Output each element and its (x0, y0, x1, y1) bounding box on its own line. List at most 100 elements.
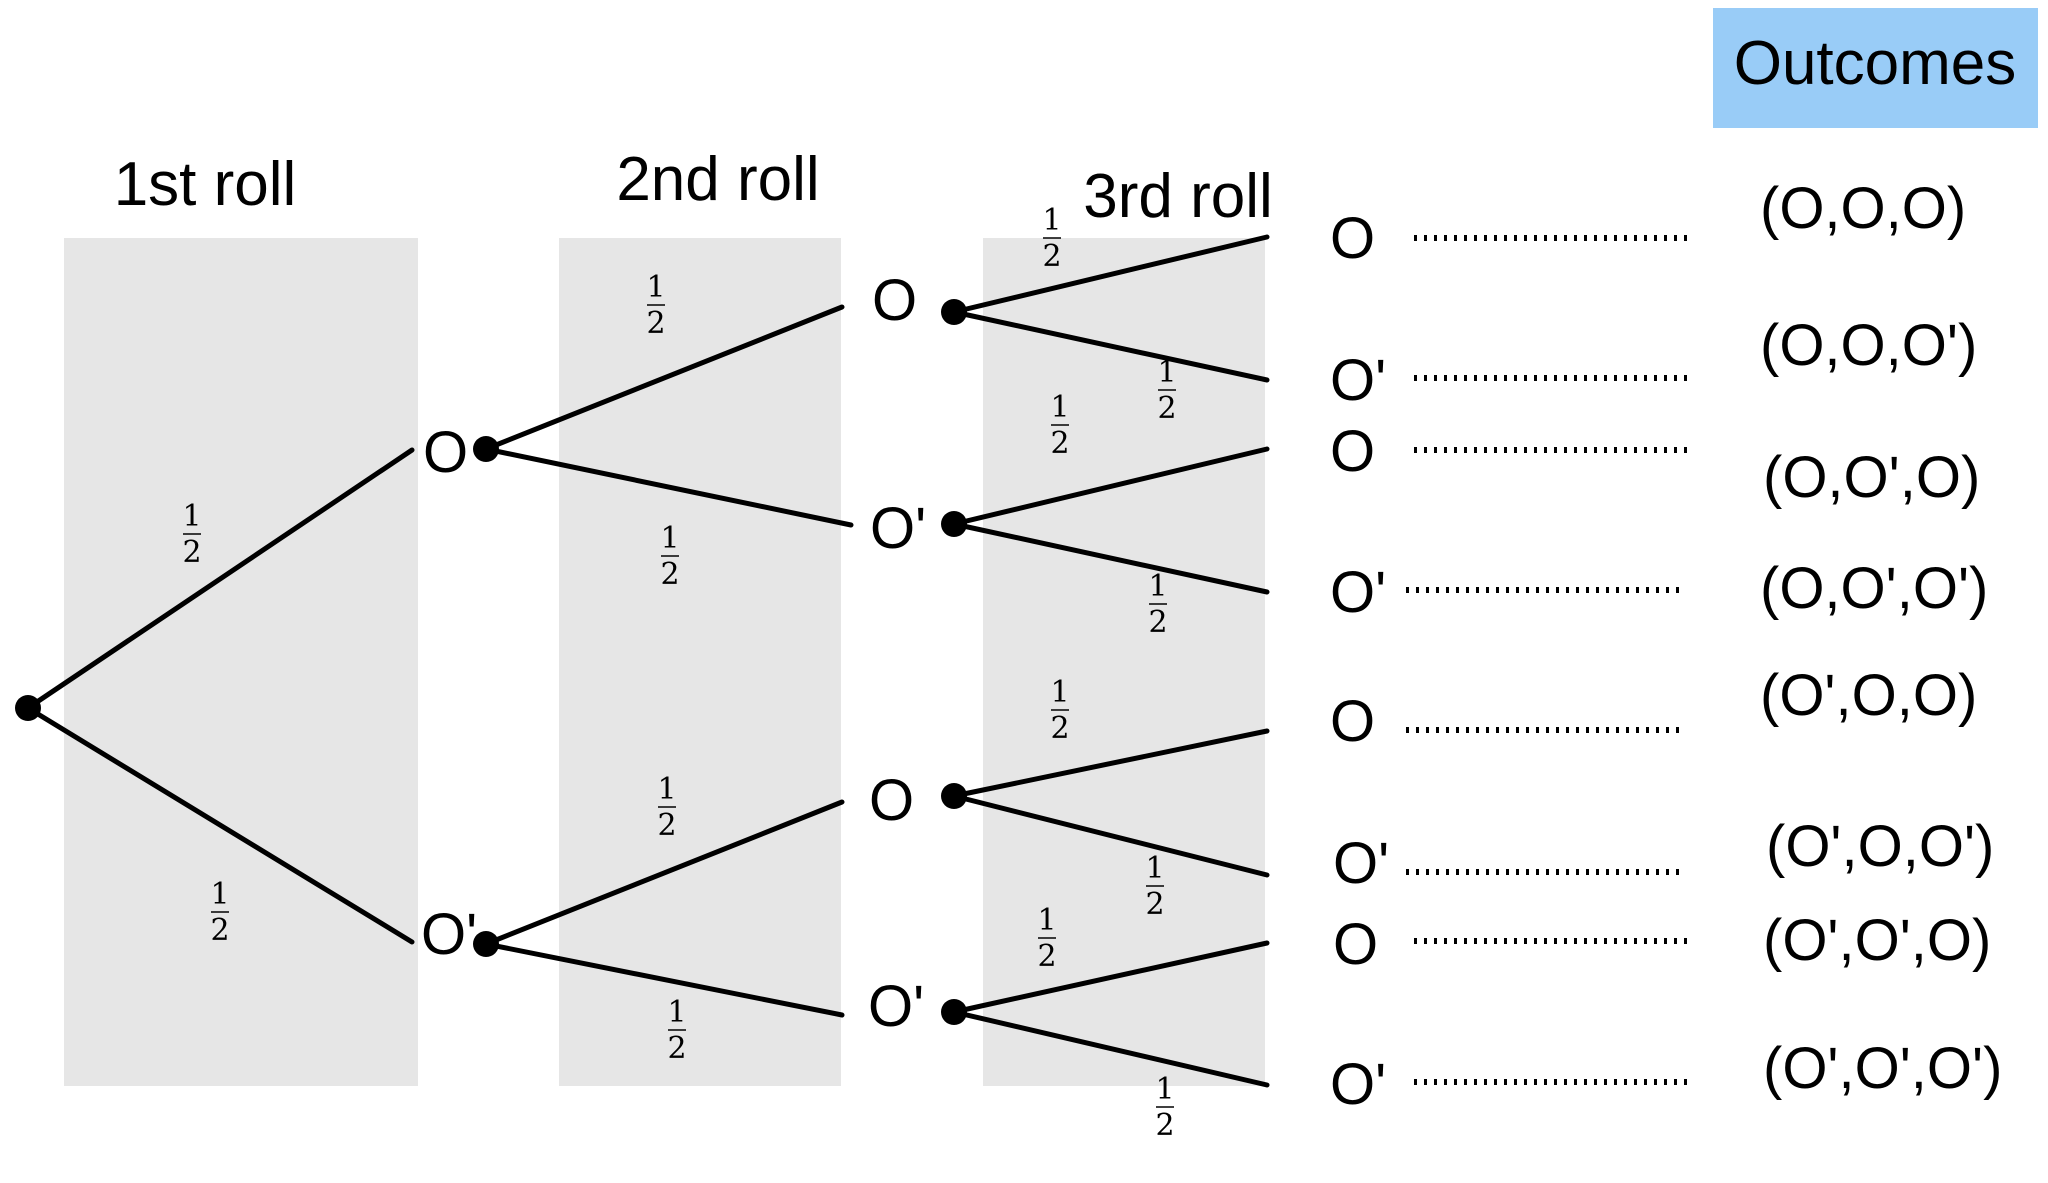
fraction-numerator: 1 (1157, 355, 1176, 390)
node-dot-op-op (941, 999, 967, 1025)
node-label-op: O' (421, 902, 477, 967)
probability-fraction: 12 (660, 521, 679, 592)
roll2-column-shade (559, 238, 841, 1086)
probability-fraction: 12 (210, 877, 229, 948)
roll1-header: 1st roll (114, 150, 297, 219)
fraction-numerator: 1 (1037, 903, 1056, 938)
node-dot-o-op (941, 511, 967, 537)
probability-fraction: 12 (182, 499, 201, 570)
node-dot-op (473, 931, 499, 957)
branch-op-op (483, 941, 845, 1018)
fraction-denominator: 2 (1037, 939, 1056, 974)
outcome: (O,O',O) (1763, 445, 1980, 510)
fraction-denominator: 2 (1050, 711, 1069, 746)
branch-leaf-8 (951, 1009, 1270, 1088)
probability-fraction: 12 (667, 995, 686, 1066)
branch-root-upper (25, 447, 415, 711)
fraction-numerator: 1 (646, 270, 665, 305)
node-dot-o-o (941, 299, 967, 325)
fraction-numerator: 1 (660, 521, 679, 556)
fraction-numerator: 1 (667, 995, 686, 1030)
branch-o-op (483, 446, 854, 528)
leaf-label: O' (1330, 1052, 1386, 1117)
outcome: (O',O',O) (1763, 908, 1991, 973)
roll1-column-shade (64, 238, 418, 1086)
branch-op-o (483, 799, 845, 947)
leaf-label: O' (1333, 831, 1389, 896)
leaf-label: O (1330, 419, 1375, 484)
fraction-numerator: 1 (182, 499, 201, 534)
probability-fraction: 12 (1050, 390, 1069, 461)
fraction-denominator: 2 (1145, 887, 1164, 922)
tree-branches (25, 234, 1270, 1088)
fraction-numerator: 1 (1155, 1072, 1174, 1107)
node-label-o: O (423, 420, 468, 485)
tree-nodes (15, 299, 967, 1025)
roll3-header: 3rd roll (1083, 162, 1273, 231)
fraction-denominator: 2 (210, 913, 229, 948)
fraction-denominator: 2 (1157, 391, 1176, 426)
fraction-denominator: 2 (1148, 605, 1167, 640)
roll2-header: 2nd roll (616, 145, 819, 214)
node-dot-op-o (941, 783, 967, 809)
fraction-denominator: 2 (1050, 426, 1069, 461)
fraction-denominator: 2 (1155, 1108, 1174, 1143)
node-label-o-op: O' (870, 496, 926, 561)
fraction-denominator: 2 (182, 535, 201, 570)
probability-fraction: 12 (1037, 903, 1056, 974)
branch-o-o (483, 304, 845, 452)
outcomes-header: Outcomes (1734, 29, 2017, 98)
branch-leaf-4 (951, 521, 1270, 595)
fraction-denominator: 2 (660, 557, 679, 592)
fraction-denominator: 2 (646, 306, 665, 341)
fraction-numerator: 1 (1148, 569, 1167, 604)
branch-leaf-3 (951, 446, 1270, 527)
fraction-numerator: 1 (210, 877, 229, 912)
fraction-denominator: 2 (667, 1031, 686, 1066)
leaf-label: O (1330, 206, 1375, 271)
probability-fraction: 12 (1155, 1072, 1174, 1143)
branch-leaf-2 (951, 309, 1270, 383)
branch-leaf-6 (951, 793, 1270, 878)
outcome: (O,O,O) (1760, 176, 1966, 241)
probability-fraction: 12 (1042, 203, 1061, 274)
probability-fraction: 12 (646, 270, 665, 341)
roll3-column-shade (983, 238, 1265, 1086)
probability-fraction: 12 (1145, 851, 1164, 922)
fraction-denominator: 2 (657, 808, 676, 843)
fraction-numerator: 1 (1050, 675, 1069, 710)
outcome: (O',O,O') (1766, 814, 1994, 879)
outcome: (O,O,O') (1760, 313, 1977, 378)
leaf-label: O (1330, 689, 1375, 754)
fraction-numerator: 1 (657, 772, 676, 807)
root-node-dot (15, 695, 41, 721)
outcome: (O',O',O') (1763, 1036, 2002, 1101)
branch-leaf-7 (951, 940, 1270, 1015)
outcomes-header-box (1713, 8, 2038, 128)
node-label-op-o: O (869, 768, 914, 833)
probability-fraction: 12 (657, 772, 676, 843)
leaf-labels: O O' O O' O O' O O' (1330, 206, 1389, 1117)
fraction-numerator: 1 (1042, 203, 1061, 238)
leaf-label: O (1333, 912, 1378, 977)
fraction-numerator: 1 (1050, 390, 1069, 425)
leaf-label: O' (1330, 560, 1386, 625)
branch-leaf-1 (951, 234, 1270, 315)
leader-lines (1406, 235, 1690, 1085)
outcome: (O',O,O) (1760, 663, 1977, 728)
leaf-label: O' (1330, 348, 1386, 413)
probability-fraction: 12 (1157, 355, 1176, 426)
outcomes-list: (O,O,O) (O,O,O') (O,O',O) (O,O',O') (O',… (1760, 176, 2002, 1101)
probability-fraction: 12 (1148, 569, 1167, 640)
outcome: (O,O',O') (1760, 556, 1988, 621)
fraction-numerator: 1 (1145, 851, 1164, 886)
node-dot-o (473, 436, 499, 462)
branch-root-lower (25, 705, 415, 945)
fraction-denominator: 2 (1042, 239, 1061, 274)
branch-leaf-5 (951, 728, 1270, 799)
node-label-op-op: O' (868, 974, 924, 1039)
probability-fraction: 12 (1050, 675, 1069, 746)
node-label-o-o: O (872, 268, 917, 333)
